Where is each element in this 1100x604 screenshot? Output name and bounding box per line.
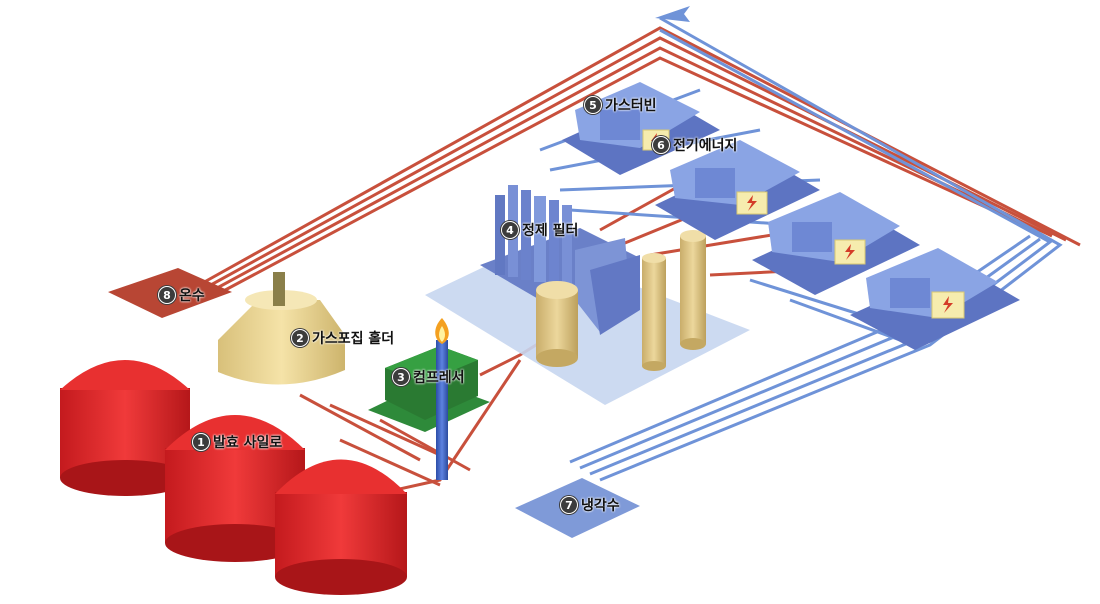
compressor [368, 346, 490, 432]
label-hot-water: 8 온수 [158, 285, 205, 305]
number-badge: 2 [291, 329, 309, 347]
lightning-icon [747, 195, 757, 211]
label-text: 발효 사일로 [213, 435, 283, 451]
gas-turbine-1 [562, 82, 720, 175]
number-badge: 1 [192, 433, 210, 451]
label-electric-energy: 6 전기에너지 [652, 135, 737, 155]
label-gas-turbine: 5 가스터빈 [584, 95, 657, 115]
flare-stack [435, 318, 449, 480]
label-gas-holder: 2 가스포집 홀더 [291, 328, 394, 348]
label-text: 냉각수 [581, 498, 620, 514]
energy-box-2 [736, 191, 768, 215]
silo-1 [60, 360, 190, 496]
number-badge: 6 [652, 136, 670, 154]
storage-columns [536, 230, 706, 371]
purification-filter [480, 185, 640, 335]
gas-holder [218, 272, 345, 385]
label-text: 컴프레서 [413, 370, 465, 386]
cooling-water-tile [515, 478, 640, 538]
lightning-icon [943, 296, 953, 313]
label-compressor: 3 컴프레서 [392, 367, 465, 387]
label-text: 정제 필터 [522, 223, 579, 239]
label-text: 전기에너지 [673, 138, 738, 154]
label-text: 온수 [179, 288, 205, 304]
number-badge: 3 [392, 368, 410, 386]
arrow-up-left-icon [655, 6, 690, 22]
fermentation-silos [60, 360, 407, 595]
silo-3 [275, 459, 407, 595]
label-cooling-water: 7 냉각수 [560, 495, 620, 515]
energy-box-4 [931, 291, 965, 319]
number-badge: 7 [560, 496, 578, 514]
electric-energy-boxes [642, 129, 965, 319]
label-text: 가스터빈 [605, 98, 657, 114]
label-purification-filter: 4 정제 필터 [501, 220, 578, 240]
energy-box-3 [834, 239, 866, 265]
number-badge: 5 [584, 96, 602, 114]
lightning-icon [845, 244, 855, 260]
number-badge: 8 [158, 286, 176, 304]
label-fermentation-silo: 1 발효 사일로 [192, 432, 282, 452]
number-badge: 4 [501, 221, 519, 239]
label-text: 가스포집 홀더 [312, 331, 395, 347]
filter-platform [425, 245, 750, 405]
